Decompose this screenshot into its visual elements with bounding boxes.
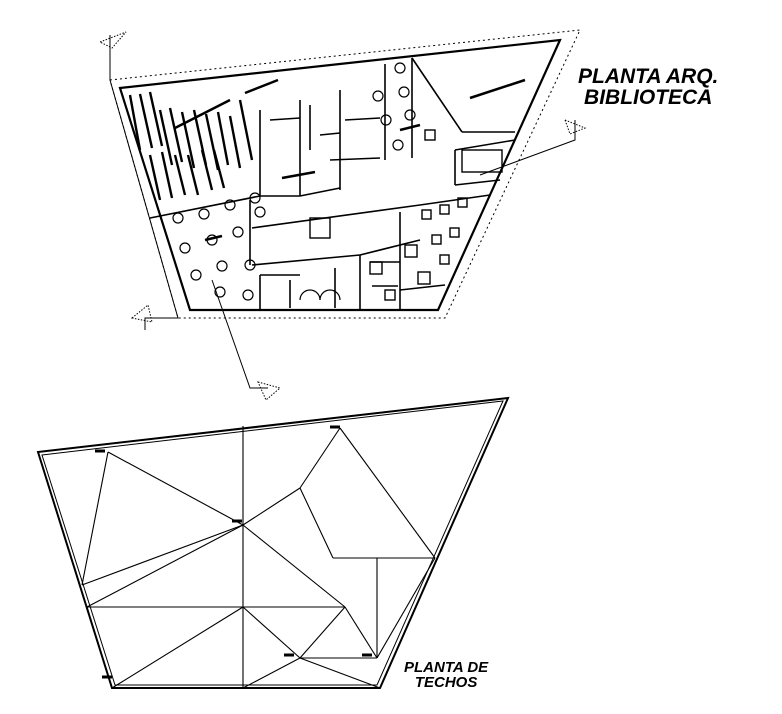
entry-doors [299,289,341,301]
section-markers [98,31,587,401]
section-lines [109,35,576,389]
roof-plan-title-line2: TECHOS [414,674,478,691]
section-marker-icon [564,119,587,135]
building-outline [118,38,562,312]
floor-plan-title: PLANTA ARQ. BIBLIOTECA [578,66,718,108]
floor-plan-title-line2: BIBLIOTECA [584,86,713,109]
round-tables [172,62,416,301]
roof-plan [36,396,510,689]
floor-plan [98,29,587,401]
interior-walls [149,57,516,310]
section-marker-icon [130,304,153,323]
roof-plan-title-line1: PLANTA DE [404,659,489,676]
roof-plan-title: PLANTA DE TECHOS [404,660,488,690]
roof-outline-inner [41,400,504,686]
floor-plan-title-line1: PLANTA ARQ. [578,65,719,88]
section-marker-icon [98,31,127,49]
book-stacks [128,91,254,201]
roof-outline [36,396,510,689]
square-tables [309,129,503,301]
plan-annotations [174,78,526,242]
section-marker-icon [257,381,282,401]
roof-drains [95,425,372,679]
